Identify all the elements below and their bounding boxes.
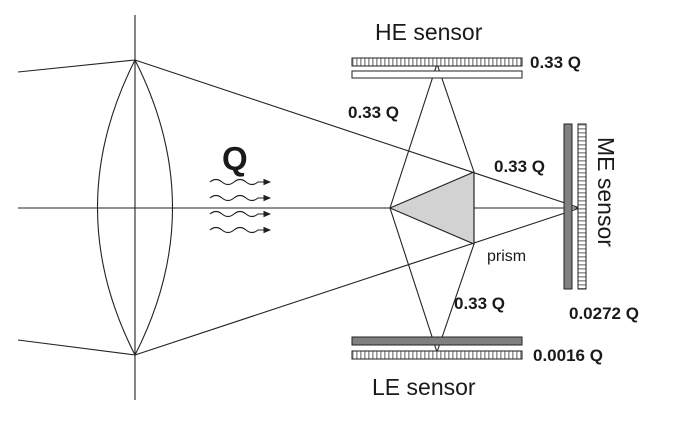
beam-splitter-lines: [389, 63, 475, 353]
prism-label: prism: [487, 248, 526, 265]
incoming-ray-bottom: [17, 339, 136, 356]
incoming-ray-top: [17, 59, 136, 73]
he-sensor-label: HE sensor: [375, 19, 483, 45]
he-out-value: 0.33 Q: [530, 53, 581, 72]
le-sensor-label: LE sensor: [372, 374, 476, 400]
q-label: Q: [222, 140, 248, 177]
ray-lens-top-to-me: [134, 59, 581, 209]
me-sensor-label: ME sensor: [593, 137, 619, 247]
prism-shape: [388, 171, 475, 245]
radiation-wave-arrows-icon: [209, 178, 272, 234]
lower-beam-value: 0.33 Q: [454, 294, 505, 313]
ray-lens-bottom-to-me: [134, 207, 581, 356]
me-out-value: 0.0272 Q: [569, 304, 639, 323]
le-sensor-icon: [351, 336, 523, 360]
he-sensor-icon: [351, 57, 523, 79]
me-sensor-icon: [563, 123, 587, 290]
le-out-value: 0.0016 Q: [533, 346, 603, 365]
upper-beam-value: 0.33 Q: [348, 103, 399, 122]
me-beam-value: 0.33 Q: [494, 157, 545, 176]
